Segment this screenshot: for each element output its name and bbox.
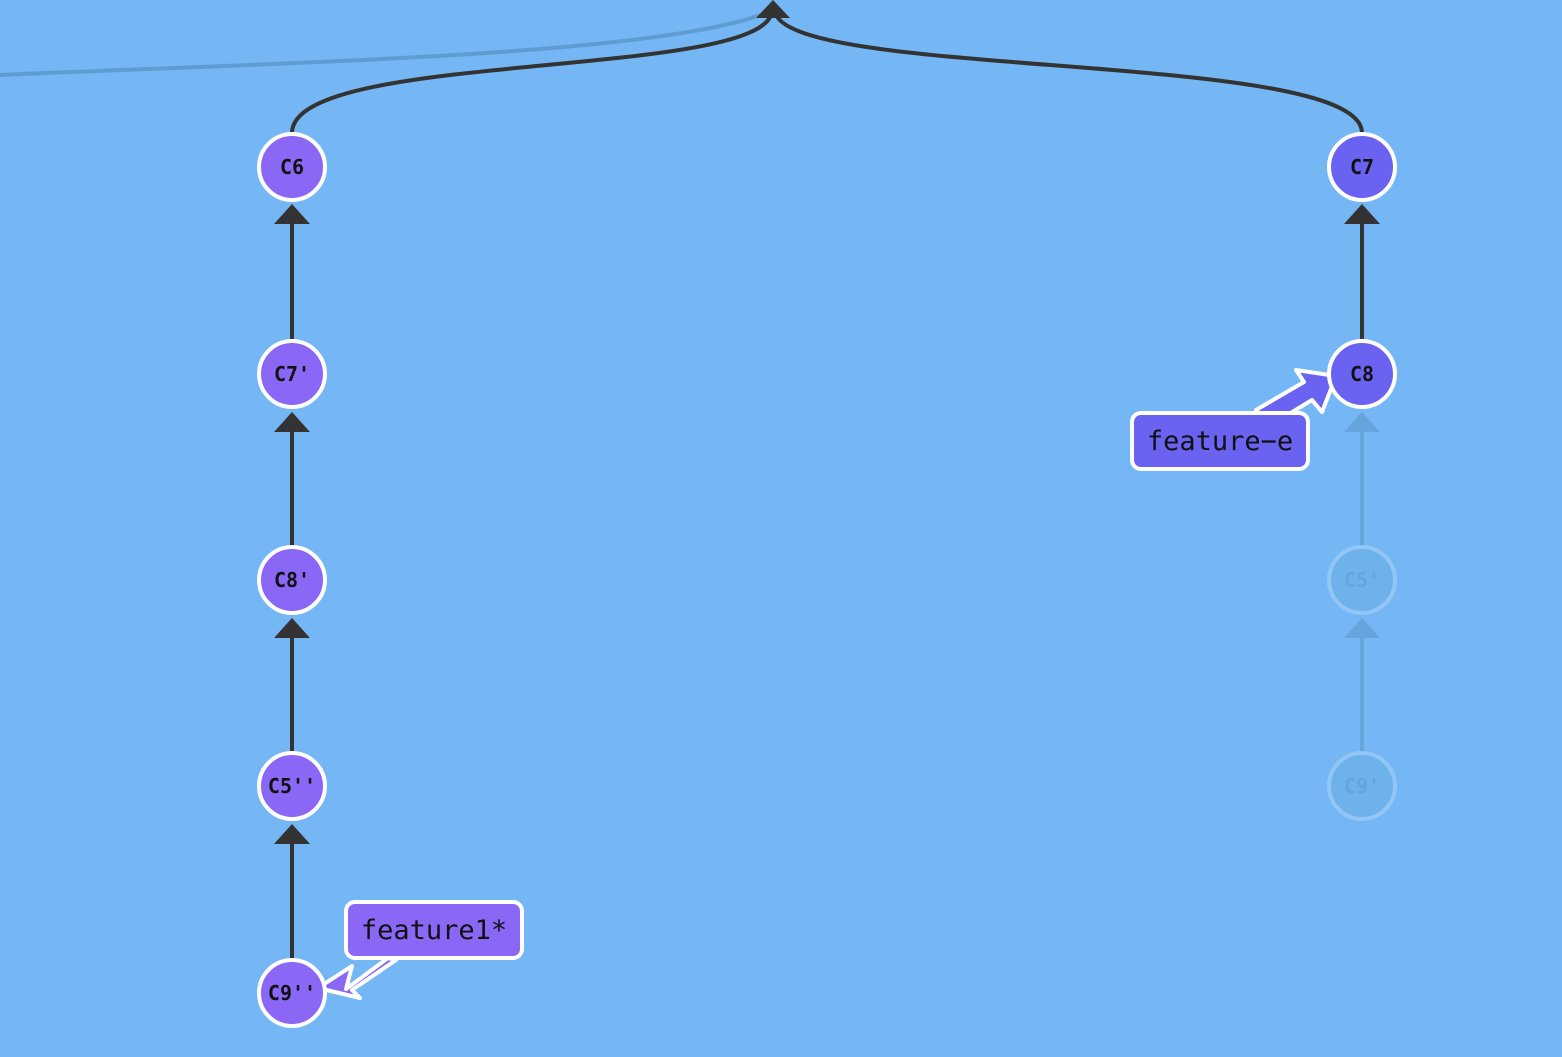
commit-c5-double-prime[interactable]: C5'' [257,751,327,821]
commit-label: C7' [274,362,310,386]
commit-c7-prime[interactable]: C7' [257,339,327,409]
parent-arrowhead [756,0,790,18]
ghost-edge-c5p-to-c8 [1344,412,1380,546]
commit-label: C8' [274,568,310,592]
commit-label: C6 [280,155,304,179]
ghost-commit-c9-prime: C9' [1327,751,1397,821]
edge-c6-to-parent [290,11,774,134]
edge-c8-to-c7 [1344,204,1380,340]
ghost-edge-left [0,13,761,77]
commit-c8-prime[interactable]: C8' [257,545,327,615]
edge-c7-to-parent [773,11,1364,134]
edge-c9pp-to-c5pp [274,824,310,960]
branch-label: feature−e [1147,426,1293,457]
commit-c6[interactable]: C6 [257,132,327,202]
branch-feature1[interactable]: feature1* [344,900,524,960]
commit-label: C9'' [268,981,316,1005]
branch-label: feature1* [361,915,507,946]
commit-c7[interactable]: C7 [1327,132,1397,202]
commit-label: C9' [1344,774,1380,798]
commit-c8[interactable]: C8 [1327,339,1397,409]
commit-label: C5'' [268,774,316,798]
branch-feature-e[interactable]: feature−e [1130,411,1310,471]
commit-c9-double-prime[interactable]: C9'' [257,958,327,1028]
ghost-edge-c9p-to-c5p [1344,618,1380,752]
branch-arrow-feature1 [316,956,398,1000]
commit-label: C8 [1350,362,1374,386]
commit-label: C7 [1350,155,1374,179]
edge-c5pp-to-c8p [274,618,310,752]
commit-label: C5' [1344,568,1380,592]
ghost-commit-c5-prime: C5' [1327,545,1397,615]
edge-c8p-to-c7p [274,412,310,546]
edge-c7p-to-c6 [274,204,310,340]
